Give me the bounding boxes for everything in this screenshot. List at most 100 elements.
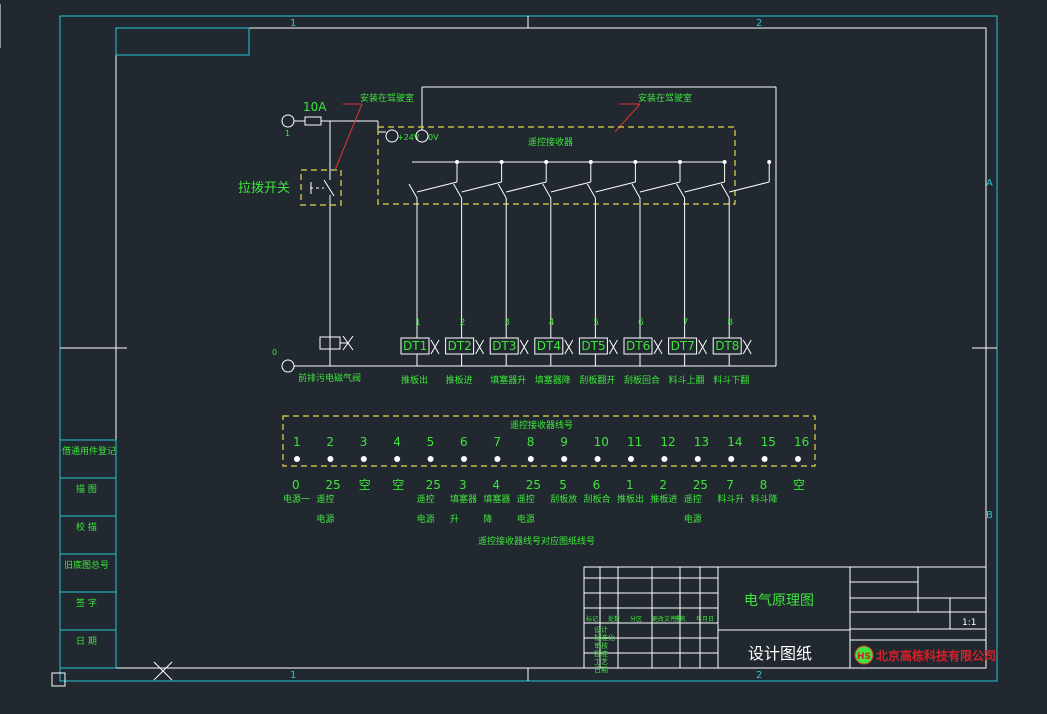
outer-frame bbox=[59, 15, 998, 682]
pin-desc-1: 遥控 bbox=[417, 493, 435, 505]
pin-dot bbox=[427, 456, 434, 462]
relay-label: DT6 bbox=[626, 339, 650, 353]
pin-number: 13 bbox=[694, 435, 709, 449]
tb-row-label: 审核 bbox=[594, 641, 608, 650]
corner-box bbox=[115, 27, 250, 56]
relay-7 bbox=[668, 337, 698, 355]
relay-8 bbox=[712, 337, 742, 355]
company-logo bbox=[854, 645, 874, 665]
relay-label: DT4 bbox=[537, 339, 561, 353]
relay-label: DT3 bbox=[492, 339, 516, 353]
pin-16: 16空 bbox=[793, 435, 809, 492]
left-strip-cell-3: 旧底图总号 bbox=[64, 559, 109, 571]
wire-number: 5 bbox=[559, 478, 567, 492]
svg-text:+24V: +24V bbox=[397, 133, 420, 142]
pin-desc-2: 电源 bbox=[684, 513, 702, 525]
pin-table: 10电源一225遥控电源3空4空525遥控电源63填塞器升74填塞器降825遥控… bbox=[283, 435, 809, 525]
channel-number: 6 bbox=[638, 318, 644, 328]
scale-value: 1:1 bbox=[962, 618, 976, 628]
drawing-subtitle: 设计图纸 bbox=[748, 644, 812, 663]
channel-function: 料斗下翻 bbox=[713, 374, 749, 386]
relay-5 bbox=[578, 337, 608, 355]
zone-bottom-1: 1 bbox=[290, 670, 296, 681]
left-strip: 借通用件登记 描 图 校 描 旧底图总号 签 字 日 期 bbox=[59, 439, 117, 669]
pin-number: 16 bbox=[794, 435, 809, 449]
svg-text:HS: HS bbox=[857, 652, 871, 662]
wire-number: 3 bbox=[459, 478, 467, 492]
svg-text:0V: 0V bbox=[428, 133, 439, 142]
pin-dot bbox=[561, 456, 568, 462]
channel-number: 4 bbox=[549, 318, 555, 328]
pin-number: 5 bbox=[427, 435, 435, 449]
switch-box bbox=[300, 169, 342, 206]
receiver-title: 遥控接收器 bbox=[528, 136, 573, 148]
pin-desc-1: 遥控 bbox=[316, 493, 334, 505]
pin-desc-1: 电源一 bbox=[283, 493, 310, 505]
relay-4 bbox=[534, 337, 564, 355]
pin-number: 4 bbox=[393, 435, 401, 449]
plus24v-terminal bbox=[385, 129, 399, 143]
pin-desc-1: 刮板合 bbox=[584, 493, 611, 505]
wire-number: 25 bbox=[325, 478, 340, 492]
pin-desc-1: 遥控 bbox=[517, 493, 535, 505]
pin-number: 6 bbox=[460, 435, 468, 449]
zone-right-b: B bbox=[986, 510, 993, 521]
left-strip-cell-0: 借通用件登记 bbox=[62, 445, 116, 457]
pin-desc-1: 推板出 bbox=[617, 493, 644, 505]
pin-number: 2 bbox=[326, 435, 334, 449]
channel-number: 7 bbox=[683, 318, 689, 328]
pin-desc-2: 升 bbox=[450, 514, 459, 525]
left-strip-cell-5: 日 期 bbox=[76, 636, 97, 647]
wire-number: 空 bbox=[359, 478, 371, 492]
company-name: 北京高栋科技有限公司 bbox=[876, 648, 996, 663]
tb-header-label: 标记 bbox=[586, 615, 598, 623]
left-strip-cell-4: 签 字 bbox=[76, 597, 97, 609]
channel-function: 刮板回合 bbox=[624, 374, 660, 386]
pin-number: 3 bbox=[360, 435, 368, 449]
tb-row-label: 日期 bbox=[594, 666, 608, 674]
tb-header-label: 更改文件号 bbox=[652, 615, 682, 623]
pin-dot bbox=[527, 456, 534, 462]
wire-number: 1 bbox=[626, 478, 634, 492]
fuse-label: 10A bbox=[303, 100, 327, 114]
pin-desc-2: 电源 bbox=[316, 513, 334, 525]
wire-number: 4 bbox=[492, 478, 500, 492]
left-strip-cell-2: 校 描 bbox=[76, 521, 97, 533]
pin-number: 1 bbox=[293, 435, 301, 449]
channel-function: 刮板翻开 bbox=[579, 374, 615, 386]
channel-number: 2 bbox=[460, 318, 466, 328]
terminal-0 bbox=[281, 359, 295, 373]
wire-number: 空 bbox=[392, 478, 404, 492]
pin-table-box bbox=[282, 415, 816, 467]
pin-3: 3空 bbox=[359, 435, 371, 492]
wire-number: 2 bbox=[659, 478, 667, 492]
pin-number: 7 bbox=[493, 435, 501, 449]
relay-2 bbox=[445, 337, 475, 355]
pin-dot bbox=[628, 456, 634, 462]
pin-dot bbox=[294, 456, 300, 462]
tb-row-label: 工艺 bbox=[594, 658, 608, 666]
pin-number: 15 bbox=[761, 435, 776, 449]
pin-dot bbox=[728, 456, 735, 462]
channel-function: 推板出 bbox=[401, 374, 428, 386]
pin-number: 12 bbox=[660, 435, 675, 449]
origin-marker bbox=[51, 672, 66, 687]
pin-number: 11 bbox=[627, 435, 642, 449]
tb-row-label: 批准 bbox=[594, 649, 608, 658]
pin-desc-1: 料斗降 bbox=[751, 493, 778, 505]
pin-desc-2: 降 bbox=[483, 513, 492, 525]
